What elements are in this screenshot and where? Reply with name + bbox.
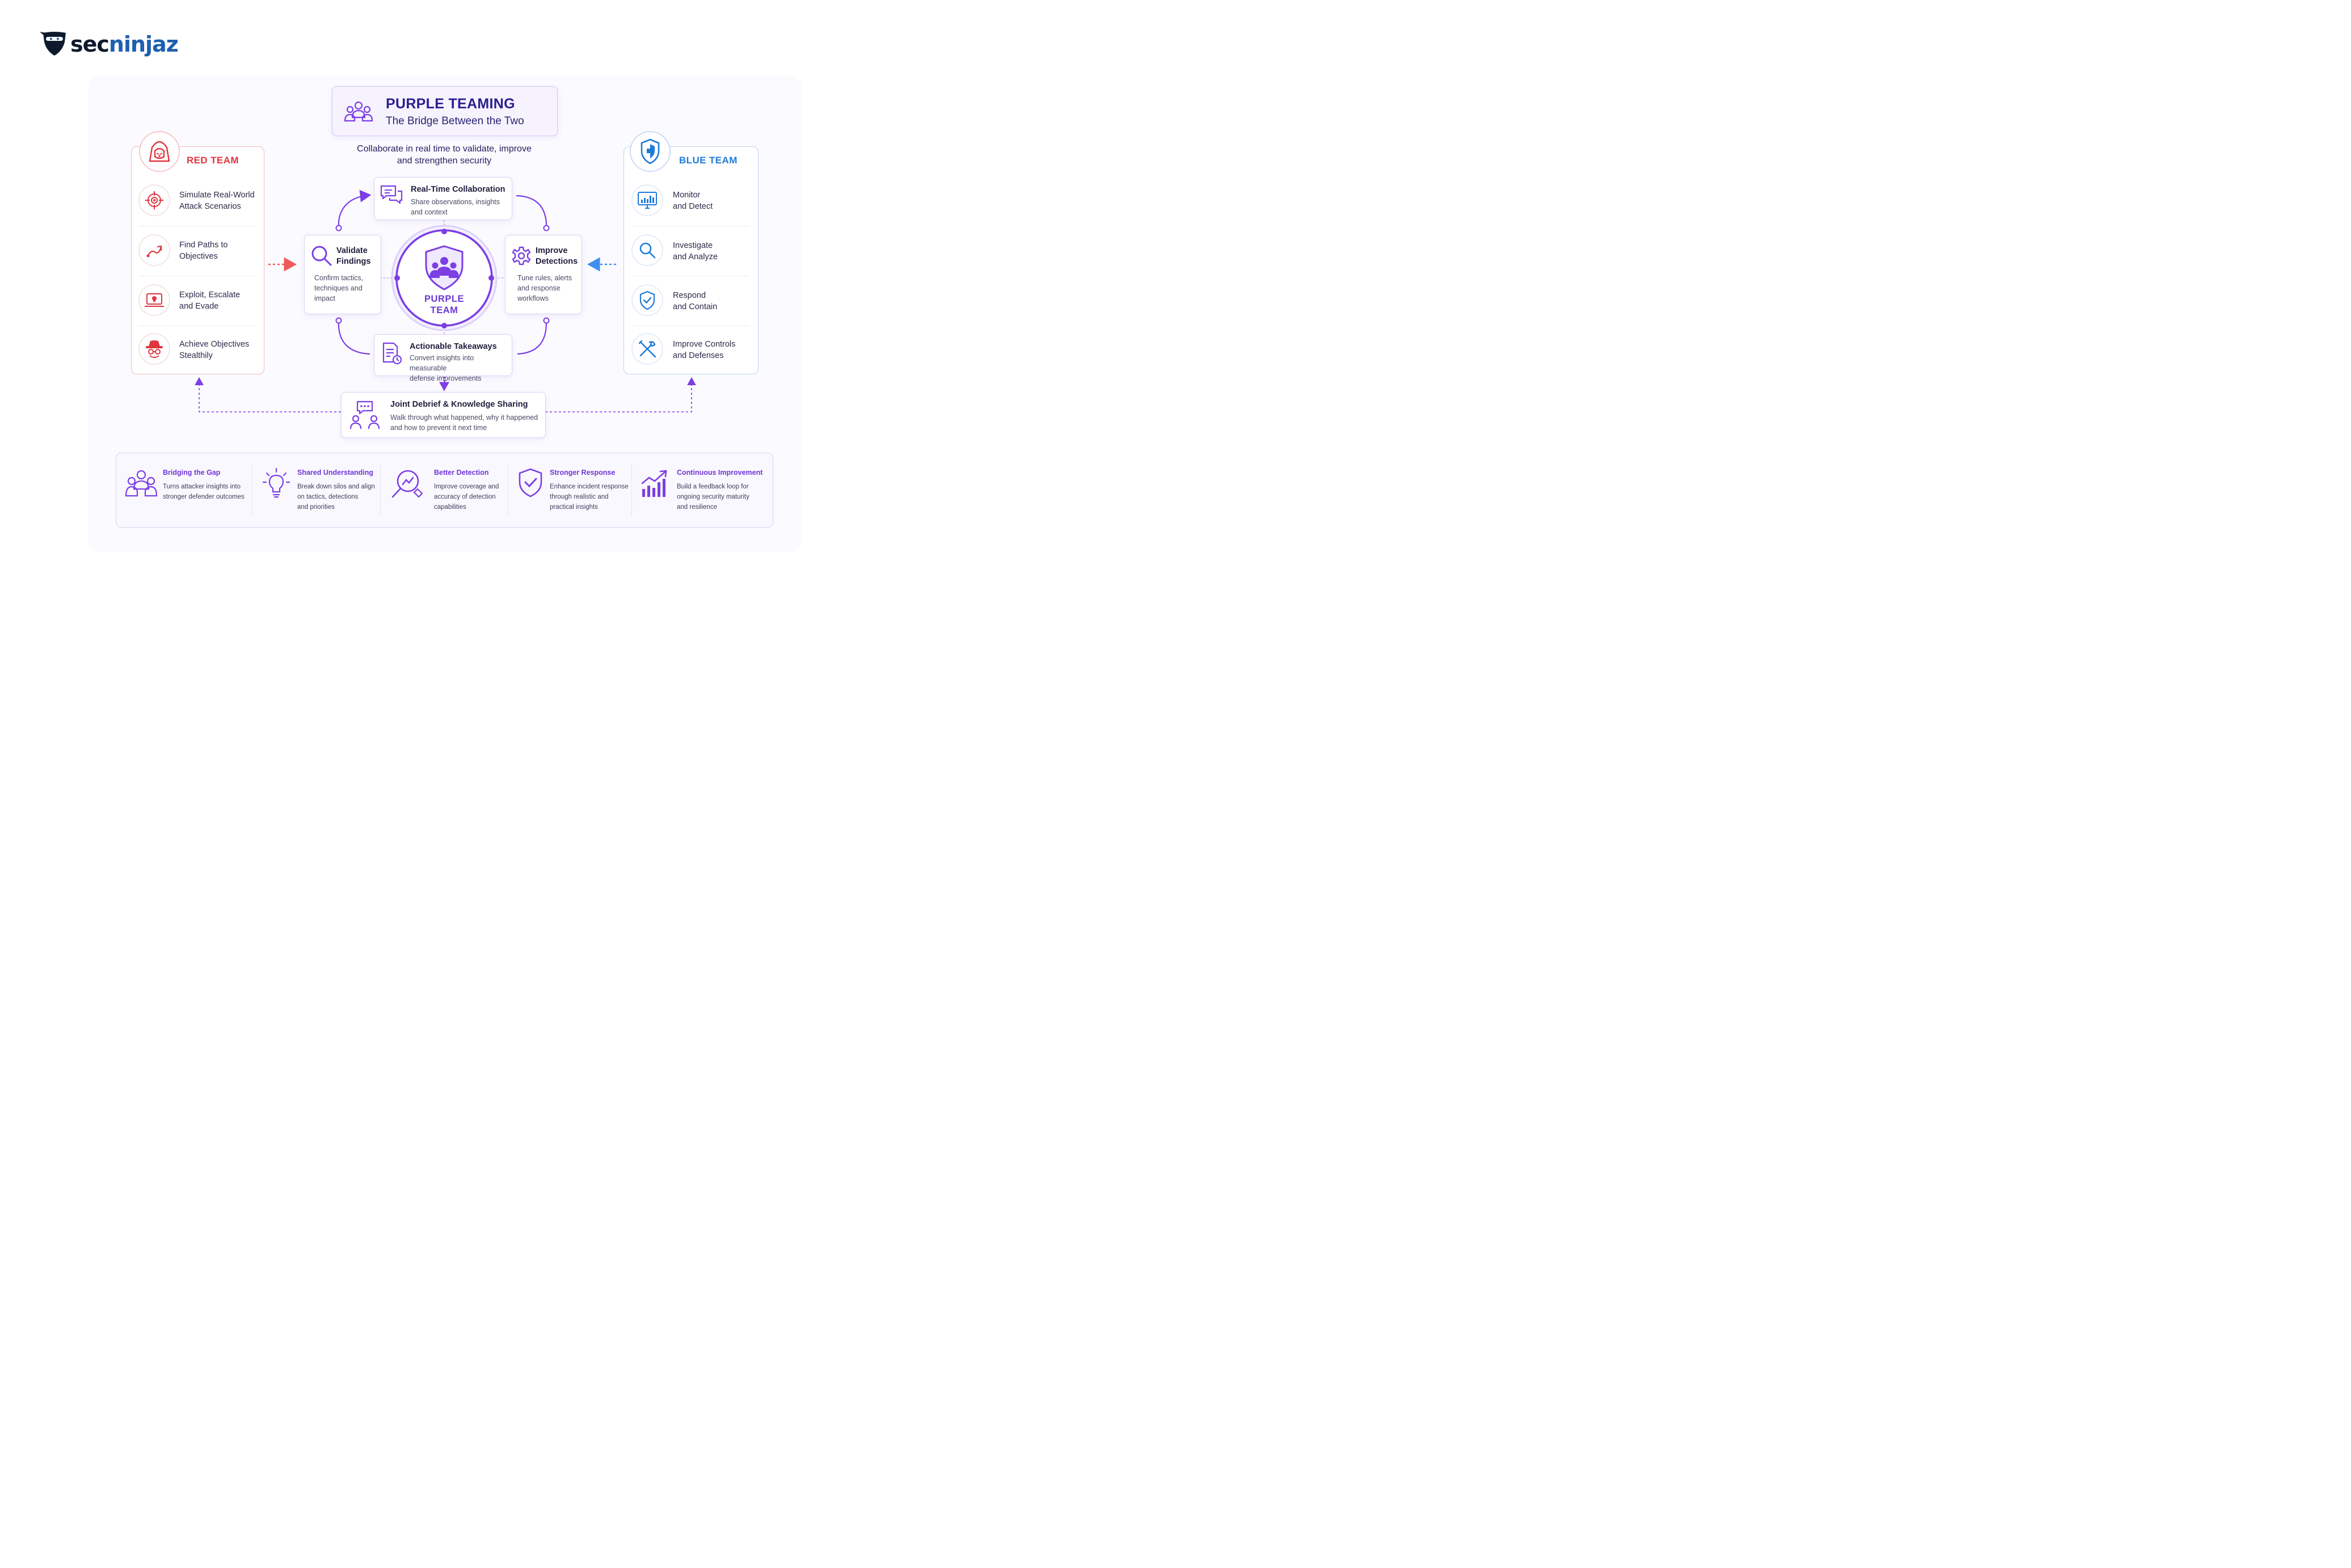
benefit-divider (380, 464, 381, 516)
red-team-title: RED TEAM (187, 155, 239, 166)
shield-check-icon (519, 468, 542, 498)
debrief-to-red-connector (195, 377, 341, 412)
path-arrow-icon (138, 234, 170, 266)
benefit-title: Shared Understanding (297, 469, 374, 477)
debrief-to-blue-connector (545, 377, 696, 412)
brand-logo-text: secninjaz (70, 32, 179, 57)
benefit-title: Continuous Improvement (677, 469, 763, 477)
debrief-title: Joint Debrief & Knowledge Sharing (390, 400, 528, 409)
people-group-icon (125, 470, 158, 497)
hooded-hacker-icon (139, 131, 180, 172)
ninja-shield-logo-icon (40, 32, 66, 56)
blue-team-title: BLUE TEAM (679, 155, 738, 166)
magnifier-icon (631, 234, 663, 266)
magnifier-icon (311, 246, 332, 266)
purple-team-shield-icon (425, 245, 464, 290)
growth-chart-icon (641, 470, 667, 497)
benefit-title: Better Detection (434, 469, 489, 477)
laptop-skull-icon (138, 284, 170, 316)
tagline: Collaborate in real time to validate, im… (357, 144, 532, 166)
gear-icon (512, 246, 531, 265)
tools-icon (631, 333, 663, 365)
spy-hat-icon (138, 333, 170, 365)
chat-bubbles-icon (380, 185, 403, 204)
benefit-divider (631, 464, 632, 516)
team-people-icon (344, 101, 373, 122)
purple-teaming-title-card: PURPLE TEAMING The Bridge Between the Tw… (332, 86, 558, 136)
crosshair-target-icon (138, 184, 170, 216)
cycle-arc-bottom-left (338, 320, 370, 355)
discussion-people-icon (349, 401, 380, 429)
page-title: PURPLE TEAMING (386, 96, 515, 112)
node-real-time-collaboration: Real-Time Collaboration Share observatio… (374, 177, 512, 220)
benefit-title: Stronger Response (550, 469, 616, 477)
cycle-arc-top-left (338, 189, 372, 229)
document-check-icon (382, 342, 402, 365)
cycle-arc-top-right (516, 195, 547, 229)
blue-shield-icon (630, 131, 671, 172)
node-actionable-takeaways: Actionable Takeaways Convert insights in… (374, 334, 512, 382)
page-subtitle: The Bridge Between the Two (386, 115, 524, 127)
search-chart-icon (391, 470, 423, 498)
joint-debrief-card: Joint Debrief & Knowledge Sharing Walk t… (341, 392, 546, 438)
monitor-chart-icon (631, 184, 663, 216)
purple-team-label: PURPLE TEAM (424, 294, 464, 315)
shield-check-icon (631, 284, 663, 316)
benefit-title: Bridging the Gap (163, 469, 221, 477)
lightbulb-icon (262, 467, 290, 498)
cycle-arc-bottom-right (517, 320, 547, 355)
